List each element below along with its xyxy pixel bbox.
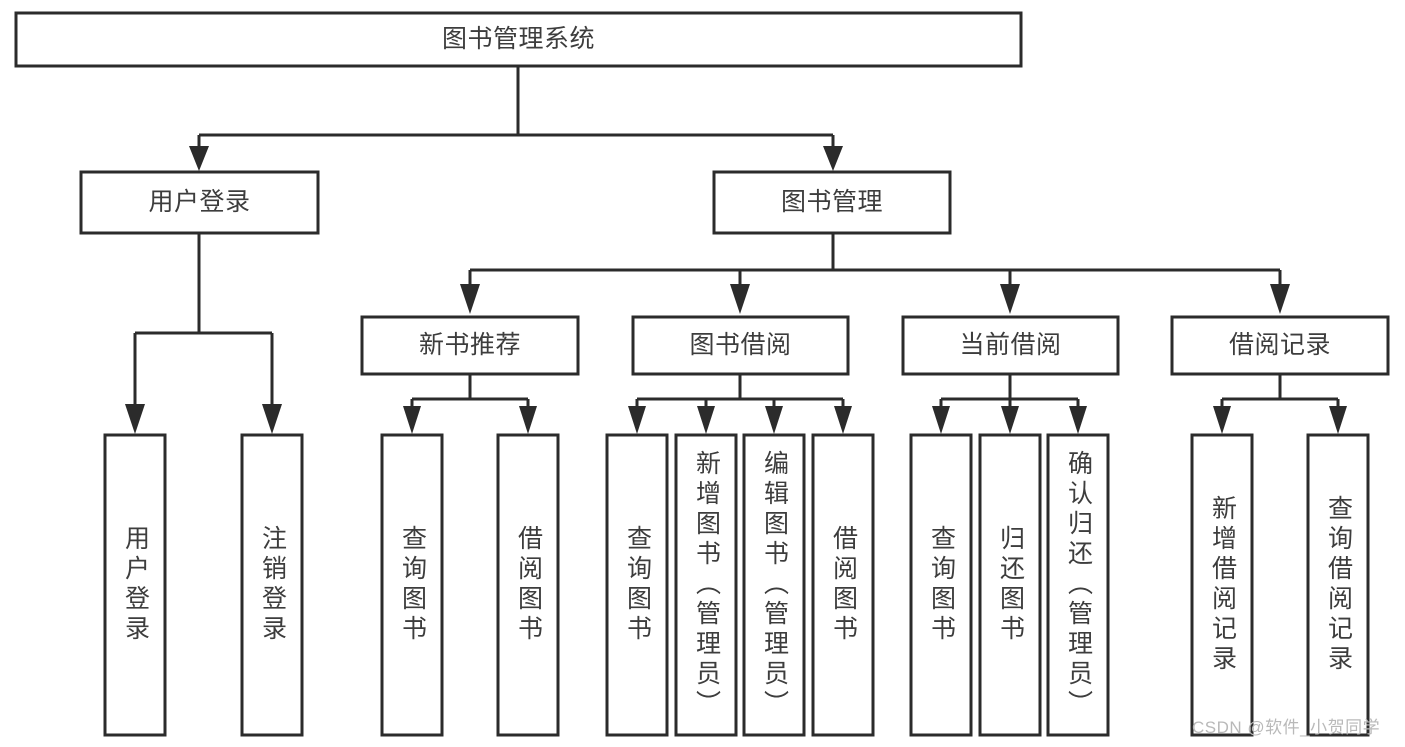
node-box-user-login[interactable]: [79, 170, 320, 235]
node-box-borrow-record[interactable]: [1170, 315, 1390, 376]
node-box-leaf-logout[interactable]: [240, 433, 304, 737]
node-box-leaf-query-book-b[interactable]: [605, 433, 669, 737]
node-box-leaf-add-book[interactable]: [674, 433, 738, 737]
arrow-head-new-book: [460, 284, 480, 314]
node-box-leaf-add-record[interactable]: [1190, 433, 1254, 737]
arrow-head-leaf-query-book-b: [628, 406, 646, 434]
arrow-head-leaf-logout: [262, 404, 282, 434]
csdn-watermark: CSDN @软件_小贺同学: [1192, 718, 1381, 737]
arrow-head-book-borrow: [730, 284, 750, 314]
node-box-leaf-return-book[interactable]: [978, 433, 1042, 737]
node-box-new-book-recommend[interactable]: [360, 315, 580, 376]
arrow-head-current-borrow: [1000, 284, 1020, 314]
node-box-root[interactable]: [14, 11, 1023, 68]
node-box-book-manage[interactable]: [712, 170, 952, 235]
node-box-leaf-confirm-return[interactable]: [1046, 433, 1110, 737]
arrow-head-leaf-confirm-return: [1069, 406, 1087, 434]
node-box-leaf-query-book-c[interactable]: [909, 433, 973, 737]
arrow-head-leaf-return-book: [1001, 406, 1019, 434]
arrow-head-leaf-user-login: [125, 404, 145, 434]
node-box-leaf-borrow-book-b[interactable]: [811, 433, 875, 737]
node-box-leaf-borrow-book-a[interactable]: [496, 433, 560, 737]
arrow-head-book-manage: [823, 146, 843, 171]
arrow-head-borrow-record: [1270, 284, 1290, 314]
arrow-head-leaf-query-record: [1329, 406, 1347, 434]
node-box-leaf-query-book-a[interactable]: [380, 433, 444, 737]
arrow-head-leaf-add-book: [697, 406, 715, 434]
node-box-leaf-query-record[interactable]: [1306, 433, 1370, 737]
arrow-head-leaf-add-record: [1213, 406, 1231, 434]
node-box-leaf-edit-book[interactable]: [742, 433, 806, 737]
node-box-leaf-user-login[interactable]: [103, 433, 167, 737]
arrow-head-leaf-query-book-c: [932, 406, 950, 434]
arrow-head-leaf-edit-book: [765, 406, 783, 434]
arrow-head-user-login: [189, 146, 209, 171]
arrow-head-leaf-query-book-a: [403, 406, 421, 434]
arrow-head-leaf-borrow-book-a: [519, 406, 537, 434]
node-box-current-borrow[interactable]: [901, 315, 1120, 376]
node-box-book-borrow[interactable]: [631, 315, 850, 376]
arrow-head-leaf-borrow-book-b: [834, 406, 852, 434]
